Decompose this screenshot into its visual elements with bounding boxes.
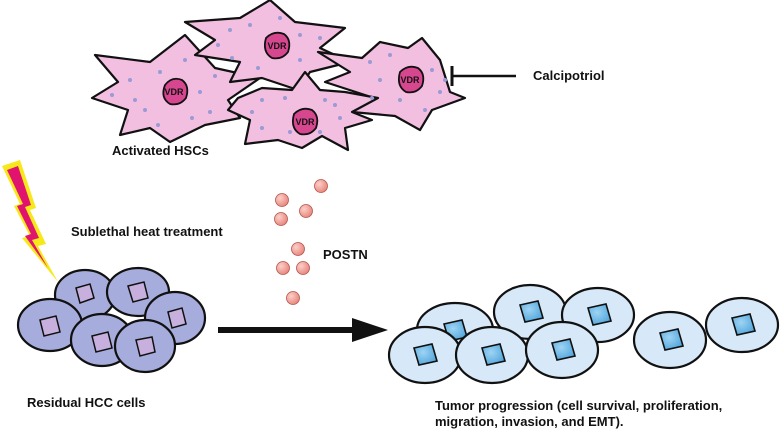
activated-hsc-group: VDR VDR VDR VDR — [90, 0, 467, 152]
residual-cell — [16, 297, 84, 353]
vdr-nucleus: VDR — [263, 31, 291, 60]
tumor-cell — [524, 320, 600, 380]
activated-hscs-label: Activated HSCs — [112, 143, 209, 158]
tumor-cell-cluster — [387, 283, 780, 385]
residual-hcc-cluster — [16, 266, 207, 374]
lightning-icon — [2, 160, 58, 282]
progression-arrow — [218, 318, 388, 342]
residual-hcc-label: Residual HCC cells — [27, 395, 146, 410]
postn-particles — [274, 179, 328, 305]
vdr-label: VDR — [400, 75, 420, 85]
calcipotriol-label: Calcipotriol — [533, 68, 605, 83]
vdr-label: VDR — [295, 117, 315, 127]
tumor-progression-label-line1: Tumor progression (cell survival, prolif… — [435, 398, 723, 413]
hsc-dots — [110, 16, 447, 134]
hsc-cell — [316, 36, 467, 132]
heat-treatment-label: Sublethal heat treatment — [71, 224, 223, 239]
calcipotriol-inhibition — [450, 66, 516, 86]
tumor-progression-label-line2: migration, invasion, and EMT). — [435, 414, 624, 429]
vdr-nucleus: VDR — [162, 77, 189, 106]
residual-cell — [113, 318, 177, 374]
vdr-label: VDR — [164, 87, 184, 97]
tumor-cell — [704, 296, 780, 354]
vdr-nucleus: VDR — [397, 65, 425, 94]
vdr-label: VDR — [267, 41, 287, 51]
tumor-cell — [387, 325, 463, 385]
postn-label: POSTN — [323, 247, 368, 262]
tumor-cell — [454, 325, 530, 385]
tumor-cell — [632, 310, 708, 370]
vdr-nucleus: VDR — [291, 107, 319, 136]
